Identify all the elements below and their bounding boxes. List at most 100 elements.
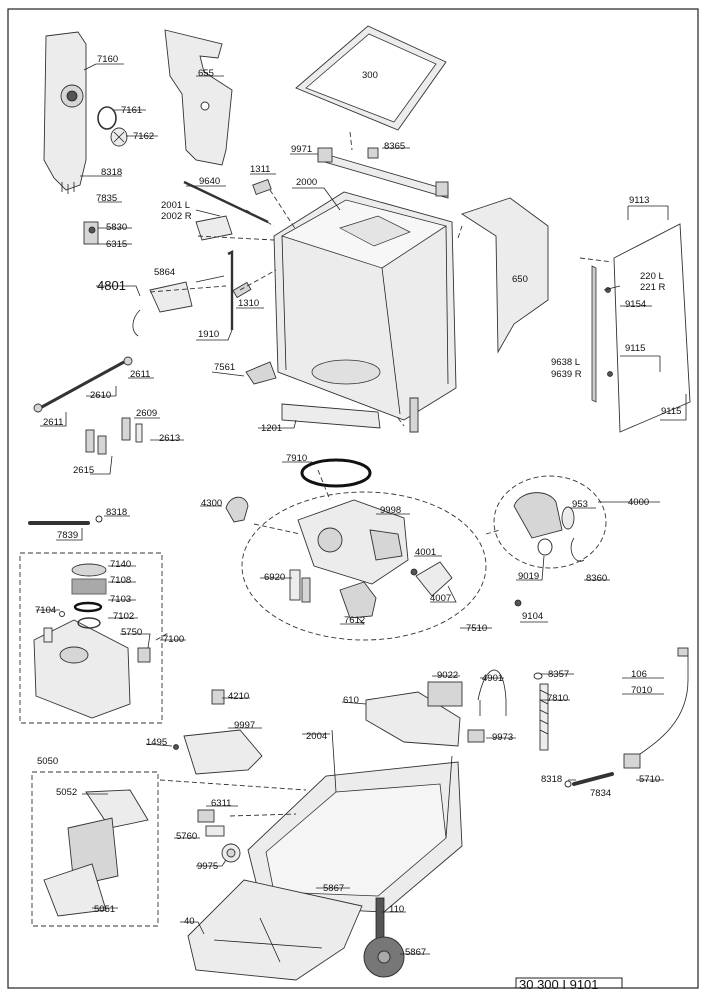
part-4300[interactable]	[225, 496, 249, 523]
label-1495: 1495	[146, 737, 167, 748]
label-9640: 9640	[199, 176, 220, 187]
label-5750: 5750	[121, 627, 142, 638]
dashed-connectors	[149, 131, 613, 817]
part-5052[interactable]	[85, 789, 149, 829]
part-7104[interactable]	[59, 611, 65, 617]
part-1311[interactable]	[252, 178, 272, 196]
part-7834[interactable]	[572, 772, 614, 786]
part-7160[interactable]	[43, 31, 87, 194]
part-7910[interactable]	[300, 458, 372, 488]
part-2611-b[interactable]	[33, 403, 43, 413]
label-5867-a: 5867	[323, 883, 344, 894]
part-5051[interactable]	[43, 817, 119, 917]
part-2001-2002[interactable]	[195, 215, 233, 241]
part-7162[interactable]	[110, 127, 128, 147]
part-9104[interactable]	[514, 599, 522, 607]
part-4001[interactable]	[410, 568, 418, 576]
part-5864[interactable]	[132, 281, 193, 337]
part-6920[interactable]	[289, 569, 311, 603]
label-9638: 9638 L	[551, 357, 580, 368]
part-1910[interactable]	[227, 250, 234, 330]
part-1495[interactable]	[173, 744, 179, 750]
label-9113: 9113	[629, 195, 649, 206]
label-9019: 9019	[518, 571, 539, 582]
part-4901[interactable]	[477, 669, 507, 716]
label-7561: 7561	[214, 362, 235, 373]
part-7161[interactable]	[97, 106, 117, 130]
part-4007[interactable]	[415, 561, 453, 597]
label-7104: 7104	[35, 605, 56, 616]
label-5760: 5760	[176, 831, 197, 842]
label-2611-b: 2611	[43, 417, 63, 428]
part-9113[interactable]	[605, 223, 691, 433]
label-7612: 7612	[344, 615, 365, 626]
part-7810[interactable]	[539, 683, 549, 751]
part-7561[interactable]	[245, 361, 277, 385]
part-7612[interactable]	[339, 581, 377, 619]
part-5760[interactable]	[205, 825, 225, 837]
part-2609[interactable]	[121, 417, 143, 443]
label-650: 650	[512, 274, 528, 285]
label-5050: 5050	[37, 756, 58, 767]
group-5050-outline	[31, 771, 159, 927]
part-9975[interactable]	[221, 843, 241, 863]
part-9997[interactable]	[183, 729, 263, 775]
part-7103[interactable]	[73, 601, 103, 613]
part-6311[interactable]	[197, 809, 215, 823]
part-2000[interactable]	[273, 191, 457, 433]
label-610: 610	[343, 695, 359, 706]
part-2610[interactable]	[39, 360, 125, 410]
part-4210[interactable]	[211, 689, 225, 705]
label-4007: 4007	[430, 593, 451, 604]
part-650[interactable]	[460, 197, 549, 354]
label-7834: 7834	[590, 788, 611, 799]
label-7140: 7140	[110, 559, 131, 570]
part-1201[interactable]	[281, 403, 381, 429]
part-5867-disc[interactable]	[363, 936, 405, 978]
part-2004[interactable]	[247, 729, 463, 913]
part-9640[interactable]	[183, 180, 269, 224]
footer-code: 30 300 I 9101	[519, 977, 599, 992]
part-8357[interactable]	[533, 672, 543, 680]
part-953[interactable]	[513, 492, 575, 539]
label-1201: 1201	[261, 423, 282, 434]
label-1310: 1310	[238, 298, 259, 309]
part-7140[interactable]	[71, 563, 107, 577]
part-9998[interactable]	[297, 499, 409, 585]
label-7910: 7910	[286, 453, 307, 464]
footer-code-box: 30 300 I 9101	[515, 977, 623, 992]
leader-lines	[36, 63, 687, 955]
part-7835[interactable]	[83, 221, 99, 245]
part-655[interactable]	[164, 29, 233, 166]
part-106[interactable]	[639, 647, 689, 755]
part-40[interactable]	[187, 879, 363, 981]
part-300[interactable]	[295, 25, 447, 131]
part-8360[interactable]	[570, 537, 585, 562]
part-5710[interactable]	[623, 753, 641, 769]
group-7510-outline	[241, 491, 487, 641]
part-7108[interactable]	[71, 578, 107, 595]
label-106: 106	[631, 669, 647, 680]
label-6315: 6315	[106, 239, 127, 250]
label-7810: 7810	[547, 693, 568, 704]
part-9973[interactable]	[467, 729, 485, 743]
part-9971[interactable]	[317, 147, 449, 199]
label-8318-b: 8318	[106, 507, 127, 518]
part-8318-c[interactable]	[564, 780, 572, 788]
part-9019[interactable]	[537, 538, 553, 556]
label-9997: 9997	[234, 720, 255, 731]
part-1310[interactable]	[232, 281, 252, 299]
part-5750[interactable]	[137, 647, 151, 663]
part-7102[interactable]	[77, 617, 101, 629]
label-655: 655	[198, 68, 214, 79]
label-4901: 4901	[482, 673, 503, 684]
part-9638-9639[interactable]	[591, 265, 597, 403]
part-110[interactable]	[375, 897, 385, 943]
part-9022[interactable]	[427, 681, 463, 707]
part-8318-b[interactable]	[95, 515, 103, 523]
label-2609: 2609	[136, 408, 157, 419]
label-1311: 1311	[250, 164, 270, 175]
part-2611-a[interactable]	[123, 356, 133, 366]
part-7100[interactable]	[33, 619, 131, 719]
part-2615[interactable]	[85, 429, 107, 455]
